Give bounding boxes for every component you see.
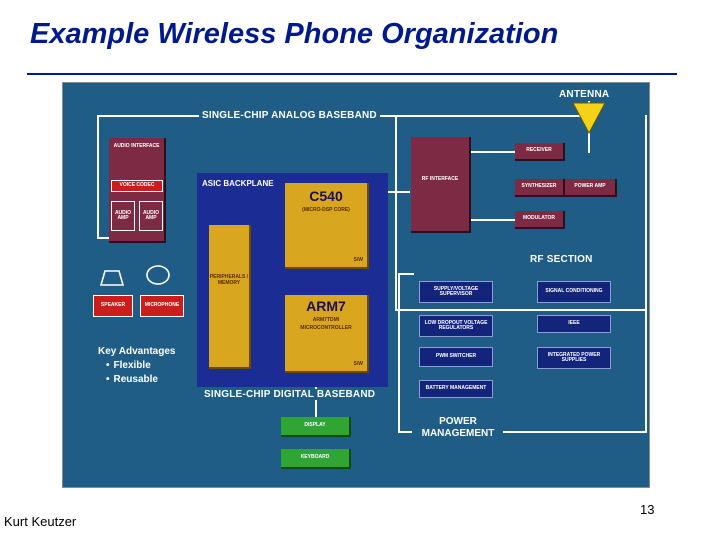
analog-frame-bottom xyxy=(395,309,645,311)
power-frame-top xyxy=(398,273,414,275)
arm7-subtitle-1: ARM7TDMI xyxy=(312,317,340,324)
receiver-block: RECEIVER xyxy=(515,143,565,161)
power-amp-label: POWER AMP xyxy=(574,183,606,190)
c540-dsp-block: C540 (MICRO-DSP CORE) S/W xyxy=(285,183,369,269)
audio-amp-left-label: AUDIO AMP xyxy=(114,209,132,221)
key-advantages: Key Advantages Flexible Reusable xyxy=(98,345,175,387)
integrated-power-block: INTEGRATED POWER SUPPLIES xyxy=(537,347,611,369)
c540-sw-label: S/W xyxy=(353,256,363,263)
block-diagram: SINGLE-CHIP ANALOG BASEBAND ANTENNA RF S… xyxy=(62,82,650,488)
audio-amp-right-block: AUDIO AMP xyxy=(139,201,163,231)
rf-to-receiver-line xyxy=(471,151,515,153)
arm-to-display-line xyxy=(315,377,317,429)
microphone-icon xyxy=(146,265,170,285)
audio-interface-label: AUDIO INTERFACE xyxy=(113,143,160,149)
rf-frame-right xyxy=(645,115,647,309)
pwm-switcher-label: PWM SWITCHER xyxy=(435,353,477,360)
digital-section-label: SINGLE-CHIP DIGITAL BASEBAND xyxy=(201,389,379,400)
voice-codec-block: VOICE CODEC xyxy=(111,180,163,192)
page-number: 13 xyxy=(640,502,655,517)
display-block: DISPLAY xyxy=(281,417,351,437)
rf-section-label: RF SECTION xyxy=(527,254,596,265)
modulator-block: MODULATOR xyxy=(515,211,565,229)
audio-amp-left-block: AUDIO AMP xyxy=(111,201,135,231)
voice-codec-label: VOICE CODEC xyxy=(119,182,155,189)
ieee-label: IEEE xyxy=(568,320,580,327)
c540-title: C540 xyxy=(309,188,343,204)
rf-to-modulator-line xyxy=(471,219,515,221)
speaker-label: SPEAKER xyxy=(100,302,126,309)
asic-backplane-label: ASIC BACKPLANE xyxy=(202,179,274,188)
keyboard-block: KEYBOARD xyxy=(281,449,351,469)
peripherals-memory-label: PERIPHERALS / MEMORY xyxy=(209,274,249,286)
speaker-icon xyxy=(99,270,125,286)
display-label: DISPLAY xyxy=(304,422,326,429)
power-management-label: POWER MANAGEMENT xyxy=(413,416,503,440)
microphone-label: MICROPHONE xyxy=(144,302,180,309)
peripherals-memory-block: PERIPHERALS / MEMORY xyxy=(209,225,251,369)
antenna-icon xyxy=(572,102,606,135)
key-advantages-title: Key Advantages xyxy=(98,346,176,357)
key-advantage-item: Reusable xyxy=(98,373,175,387)
author-footer: Kurt Keutzer xyxy=(4,514,77,529)
synthesizer-block: SYNTHESIZER xyxy=(515,179,565,197)
power-frame-bottom-right xyxy=(503,431,647,433)
pwm-switcher-block: PWM SWITCHER xyxy=(419,347,493,367)
synthesizer-label: SYNTHESIZER xyxy=(521,183,557,190)
rf-interface-block: RF INTERFACE xyxy=(411,137,471,233)
analog-frame-left xyxy=(97,115,99,237)
battery-management-block: BATTERY MANAGEMENT xyxy=(419,380,493,398)
arm7-title: ARM7 xyxy=(306,298,346,314)
c540-subtitle: (MICRO-DSP CORE) xyxy=(302,207,350,214)
voltage-regulators-block: LOW DROPOUT VOLTAGE REGULATORS xyxy=(419,315,493,337)
audio-amp-right-label: AUDIO AMP xyxy=(142,209,160,221)
modulator-label: MODULATOR xyxy=(522,215,556,222)
title-divider xyxy=(27,73,677,75)
supply-supervisor-block: SUPPLY/VOLTAGE SUPERVISOR xyxy=(419,281,493,303)
power-frame-bottom xyxy=(398,431,412,433)
power-frame-left xyxy=(398,273,400,431)
microphone-block: MICROPHONE xyxy=(140,295,184,317)
rf-interface-label: RF INTERFACE xyxy=(421,176,459,182)
key-advantage-item: Flexible xyxy=(98,359,175,373)
slide-title: Example Wireless Phone Organization xyxy=(30,18,559,50)
arm7-subtitle-2: MICROCONTROLLER xyxy=(300,324,352,331)
signal-conditioning-label: SIGNAL CONDITIONING xyxy=(545,288,603,295)
receiver-label: RECEIVER xyxy=(526,147,552,154)
arm7-block: ARM7 ARM7TDMI MICROCONTROLLER S/W xyxy=(285,295,369,373)
supply-supervisor-label: SUPPLY/VOLTAGE SUPERVISOR xyxy=(433,285,479,297)
signal-conditioning-block: SIGNAL CONDITIONING xyxy=(537,281,611,303)
arm7-sw-label: S/W xyxy=(353,360,363,367)
keyboard-label: KEYBOARD xyxy=(300,454,330,461)
battery-management-label: BATTERY MANAGEMENT xyxy=(425,385,487,392)
analog-frame-right xyxy=(395,115,397,309)
integrated-power-label: INTEGRATED POWER SUPPLIES xyxy=(547,351,601,363)
asic-to-rf-line xyxy=(388,191,410,193)
analog-section-label: SINGLE-CHIP ANALOG BASEBAND xyxy=(199,110,380,121)
voltage-regulators-label: LOW DROPOUT VOLTAGE REGULATORS xyxy=(424,319,488,331)
power-amp-block: POWER AMP xyxy=(565,179,617,197)
speaker-block: SPEAKER xyxy=(93,295,133,317)
antenna-label: ANTENNA xyxy=(556,89,613,100)
ieee-block: IEEE xyxy=(537,315,611,333)
power-frame-right xyxy=(645,273,647,431)
